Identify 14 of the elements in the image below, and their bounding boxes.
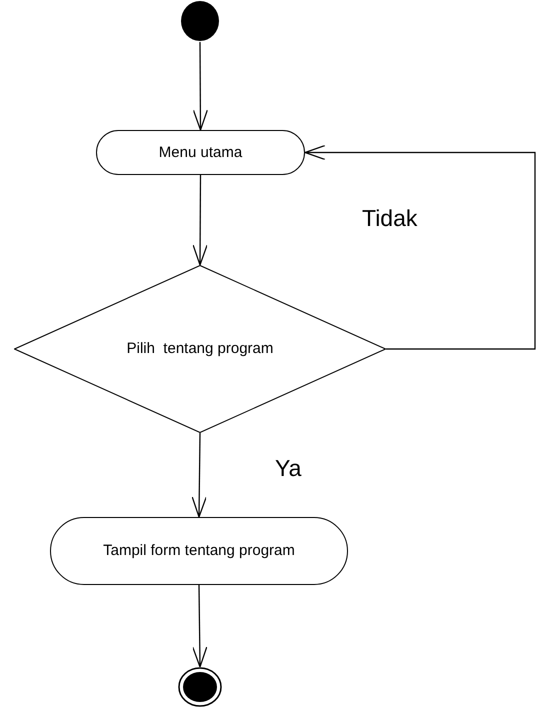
arrow — [304, 144, 536, 350]
arrow — [192, 175, 208, 266]
decision-diamond — [14, 265, 386, 433]
arrow — [192, 585, 208, 668]
edge-label: Tidak — [362, 205, 418, 232]
activity-box — [96, 130, 305, 175]
final-node — [178, 667, 222, 707]
initial-node — [180, 0, 220, 42]
edge-label: Ya — [275, 455, 302, 482]
arrow — [192, 433, 207, 518]
node-text: Pilih tentang program — [126, 340, 274, 358]
node-text: Menu utama — [158, 144, 242, 162]
arrow — [192, 42, 208, 131]
node-text: Tampil form tentang program — [103, 542, 295, 560]
